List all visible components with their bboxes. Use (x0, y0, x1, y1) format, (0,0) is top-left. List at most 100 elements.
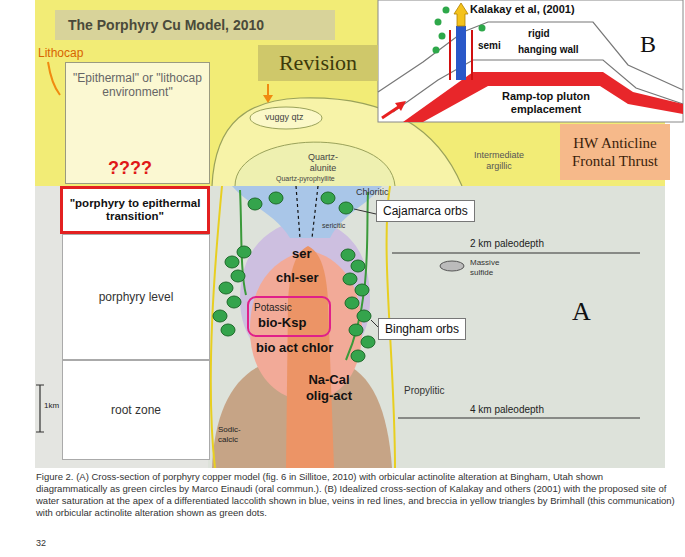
paleodepth-line (398, 418, 640, 419)
box-text: Cajamarca orbs (383, 204, 468, 218)
alteration-label: Na-Cal olig-act (296, 372, 362, 403)
inset-text: semi (478, 40, 501, 52)
orange-arrow (267, 84, 269, 96)
question-marks-holder: ???? (108, 158, 152, 180)
box-text: "Epithermal" or "lithocap environment" (72, 71, 203, 100)
scale-label: 1km (44, 401, 59, 411)
box-text: porphyry level (99, 290, 174, 304)
lithocap-leader (48, 62, 60, 95)
inset-text-slot: Kalakay et al, (2001) (470, 3, 575, 16)
actinolite-orb (357, 310, 371, 322)
alteration-label: ser (292, 246, 312, 262)
zone-label: Intermediate argillic (468, 150, 530, 172)
zone-label-holder: sericitic (322, 222, 345, 230)
question-marks: ???? (108, 158, 152, 180)
inset-illustration (378, 0, 683, 122)
level-box: porphyry level (62, 234, 210, 360)
alteration-label-holder: bio-Ksp (258, 315, 306, 331)
transition-box: "porphyry to epithermal transition" (60, 186, 210, 234)
actinolite-orb (269, 192, 283, 204)
caption-holder: Figure 2. (A) Cross-section of porphyry … (36, 471, 676, 519)
revision-box: Revision (258, 45, 378, 81)
actinolite-orb (361, 336, 375, 348)
alteration-label: bio-Ksp (258, 315, 306, 331)
zone-label: Quartz-pyrophyllite (276, 175, 335, 183)
lithocap-label: Lithocap (38, 46, 83, 60)
structure-box: HW Anticline Frontal Thrust (560, 124, 670, 180)
inset-text-slot: rigid (528, 28, 550, 40)
scale-label-holder: 1km (44, 401, 59, 411)
leader-line (371, 320, 378, 327)
panel-letter: A (572, 296, 591, 327)
actinolite-orb (231, 270, 245, 282)
title-holder: The Porphyry Cu Model, 2010 (68, 17, 264, 34)
depth-label-holder: 2 km paleodepth (470, 238, 544, 250)
box-text: Bingham orbs (385, 322, 459, 336)
box-text: "porphyry to epithermal transition" (66, 197, 204, 223)
propylitic-zone (208, 186, 665, 468)
actinolite-orb (345, 297, 359, 309)
actinolite-orb (219, 282, 233, 294)
alteration-label-holder: chl-ser (276, 270, 319, 286)
actinolite-orb (237, 246, 251, 258)
alteration-label: chl-ser (276, 270, 319, 286)
orb-dot (433, 47, 440, 54)
level-box: root zone (62, 360, 210, 460)
inset-text: hanging wall (518, 44, 579, 56)
massive-sulfide-lens (440, 261, 464, 271)
actinolite-orb (213, 310, 227, 322)
callout-box: Cajamarca orbs (376, 200, 475, 222)
scale-bar (36, 385, 44, 432)
actinolite-orb (355, 284, 369, 296)
potassic-boundary (248, 297, 330, 336)
breccia-arrow (454, 3, 468, 26)
orb-dot (435, 19, 442, 26)
actinolite-orb (343, 273, 357, 285)
vein-outline (312, 186, 318, 238)
lithocap-label-holder: Lithocap (38, 46, 83, 60)
inset-frame (378, 0, 683, 122)
zone-label: Sodic-calcic (218, 425, 254, 444)
zone-label: Potassic (254, 302, 292, 314)
zone-label: sericitic (322, 222, 345, 230)
leader-group (354, 209, 378, 327)
inset-text-slot: Ramp-top pluton emplacement (496, 90, 596, 116)
pluton (403, 72, 683, 122)
orb-group (213, 192, 375, 362)
title-strip (55, 10, 335, 40)
zone-label: Chloritic (356, 187, 389, 198)
depth-label: 4 km paleodepth (470, 404, 544, 416)
deposit-label: Massive sulfide (470, 258, 514, 277)
inset-text-slot: hanging wall (518, 44, 579, 56)
vuggy-quartz-zone (250, 107, 322, 129)
orange-arrowhead (263, 95, 273, 103)
zone-label-holder: Chloritic (356, 187, 389, 198)
zone-label: Propylitic (404, 385, 445, 397)
zone-label-holder: Quartz-pyrophyllite (276, 175, 335, 183)
alteration-label-holder: ser (292, 246, 312, 262)
thrust-arrowhead (395, 101, 406, 111)
actinolite-orb (225, 256, 239, 268)
leader-line (354, 209, 376, 214)
zone-label-holder: vuggy qtz (265, 112, 304, 123)
depth-label-holder: 4 km paleodepth (470, 404, 544, 416)
paleodepth-line (392, 253, 640, 254)
figure-title: The Porphyry Cu Model, 2010 (68, 17, 264, 34)
inset-text: Kalakay et al, (2001) (470, 3, 575, 16)
thrust-arrow (382, 106, 400, 118)
actinolite-orb (339, 202, 353, 214)
orb-dot (443, 7, 450, 14)
actinolite-orb (248, 198, 262, 210)
orb-dot (439, 33, 446, 40)
box-text: root zone (111, 403, 161, 417)
actinolite-orb (321, 192, 335, 204)
zone-label-holder: Potassic (254, 302, 292, 314)
zone-label-holder: Intermediate argillic (468, 150, 530, 172)
alteration-label-holder: bio act chlor (256, 340, 333, 356)
inset-text-slot: B (640, 30, 656, 59)
zone-label-holder: Sodic-calcic (218, 425, 254, 444)
panel-letter-holder: A (572, 296, 591, 327)
orb-dot (479, 25, 486, 32)
callout-box: Bingham orbs (378, 318, 466, 340)
